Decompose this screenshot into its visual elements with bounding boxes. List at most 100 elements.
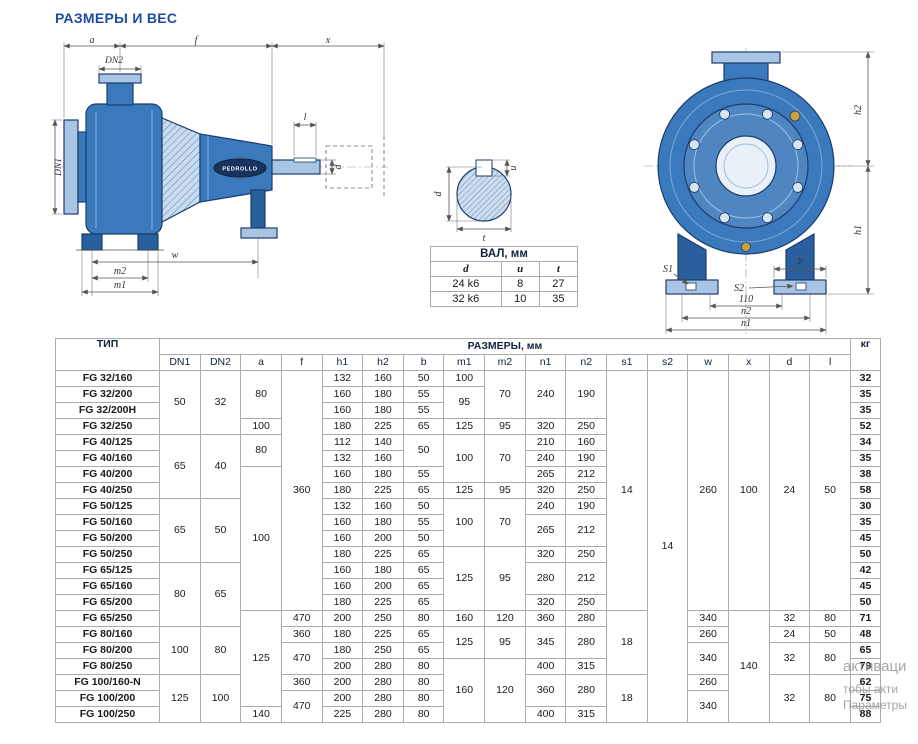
- shaft-section-container: d u t: [430, 144, 545, 249]
- dim-cell: 180: [321, 482, 364, 499]
- shaft-table-title: ВАЛ, мм: [430, 246, 578, 262]
- dim-cell: 160: [362, 370, 404, 387]
- dim-label-dn2: DN2: [104, 56, 123, 66]
- dim-cell: 180: [321, 546, 364, 563]
- dim-cell: 65: [402, 482, 445, 499]
- dim-cell: 340: [687, 610, 729, 627]
- kg-cell: 34: [850, 434, 881, 451]
- dim-cell: 100: [443, 434, 486, 483]
- shaft-cell: 10: [500, 291, 540, 307]
- dim-cell: 200: [362, 530, 404, 547]
- type-cell: FG 100/250: [55, 706, 160, 723]
- shaft-cell: 24 k6: [430, 276, 502, 292]
- dim-cell: 32: [199, 370, 242, 435]
- column-header-m1: m1: [443, 354, 486, 371]
- dim-cell: 100: [240, 418, 282, 435]
- dim-cell: 125: [443, 626, 486, 659]
- dim-cell: 32: [768, 674, 811, 723]
- dim-cell: 180: [362, 386, 404, 403]
- dim-cell: 160: [321, 466, 364, 483]
- kg-cell: 62: [850, 674, 881, 691]
- dim-cell: 55: [402, 386, 445, 403]
- dim-label-w: w: [172, 250, 179, 261]
- dim-cell: 120: [484, 658, 526, 723]
- dim-cell: 360: [524, 610, 567, 627]
- dim-cell: 140: [240, 706, 282, 723]
- dim-cell: 250: [565, 418, 608, 435]
- dim-cell: 80: [809, 642, 851, 675]
- dim-cell: 160: [321, 514, 364, 531]
- dim-cell: 280: [362, 674, 404, 691]
- pump-side-view-drawing: PEDROLLO a f x DN2 DN1 l d: [52, 35, 388, 296]
- dim-cell: 95: [443, 386, 486, 419]
- type-cell: FG 80/250: [55, 658, 160, 675]
- dim-cell: 260: [687, 370, 729, 611]
- type-cell: FG 50/125: [55, 498, 160, 515]
- dim-cell: 140: [727, 610, 770, 723]
- dim-label-shaft-d: d: [333, 164, 344, 170]
- dim-cell: 80: [240, 434, 282, 467]
- pump-front-view-drawing: h2 h1 S1 S2 b 110 n2 n1: [644, 48, 874, 336]
- dim-cell: 210: [524, 434, 567, 451]
- dim-cell: 240: [524, 450, 567, 467]
- kg-cell: 58: [850, 482, 881, 499]
- dim-cell: 470: [280, 690, 323, 723]
- dim-label-m2: m2: [114, 266, 126, 277]
- dim-cell: 50: [402, 530, 445, 547]
- shaft-cell: 27: [538, 276, 579, 292]
- column-header-DN1: DN1: [159, 354, 201, 371]
- dim-cell: 265: [524, 466, 567, 483]
- dim-cell: 180: [321, 418, 364, 435]
- dim-cell: 65: [199, 562, 242, 627]
- dim-cell: 65: [402, 642, 445, 659]
- dim-cell: 200: [321, 658, 364, 675]
- dim-label-l: l: [304, 112, 307, 123]
- dim-cell: 190: [565, 450, 608, 467]
- shaft-section-drawing: d u t: [433, 159, 519, 244]
- front-view-dimensions: h2 h1 S1 S2 b 110 n2 n1: [663, 51, 874, 334]
- dim-cell: 280: [565, 674, 608, 707]
- dim-cell: 225: [362, 594, 404, 611]
- dim-cell: 160: [443, 658, 486, 723]
- shaft-cell: 8: [500, 276, 540, 292]
- type-cell: FG 50/200: [55, 530, 160, 547]
- dim-cell: 280: [362, 706, 404, 723]
- dim-cell: 55: [402, 466, 445, 483]
- type-cell: FG 80/160: [55, 626, 160, 643]
- dim-cell: 125: [240, 610, 282, 707]
- kg-cell: 42: [850, 562, 881, 579]
- dim-label-110: 110: [739, 294, 753, 305]
- dim-cell: 65: [402, 562, 445, 579]
- dim-label-section-d: d: [433, 191, 444, 197]
- dim-cell: 340: [687, 642, 729, 675]
- type-cell: FG 32/200H: [55, 402, 160, 419]
- dim-cell: 65: [402, 578, 445, 595]
- dim-cell: 100: [443, 370, 486, 387]
- type-cell: FG 32/250: [55, 418, 160, 435]
- dim-cell: 315: [565, 706, 608, 723]
- dim-cell: 100: [199, 674, 242, 723]
- column-header-x: x: [727, 354, 770, 371]
- dim-cell: 70: [484, 370, 526, 419]
- dim-cell: 125: [443, 482, 486, 499]
- dim-cell: 50: [809, 626, 851, 643]
- type-header: ТИП: [55, 338, 160, 371]
- dim-cell: 265: [524, 514, 567, 547]
- dim-label-a: a: [90, 35, 95, 46]
- dim-cell: 160: [321, 402, 364, 419]
- dim-cell: 160: [321, 578, 364, 595]
- dim-cell: 125: [443, 546, 486, 611]
- shaft-cell: 32 k6: [430, 291, 502, 307]
- dim-cell: 225: [321, 706, 364, 723]
- dim-cell: 400: [524, 706, 567, 723]
- page-title: РАЗМЕРЫ И ВЕС: [55, 10, 178, 26]
- dim-cell: 80: [402, 610, 445, 627]
